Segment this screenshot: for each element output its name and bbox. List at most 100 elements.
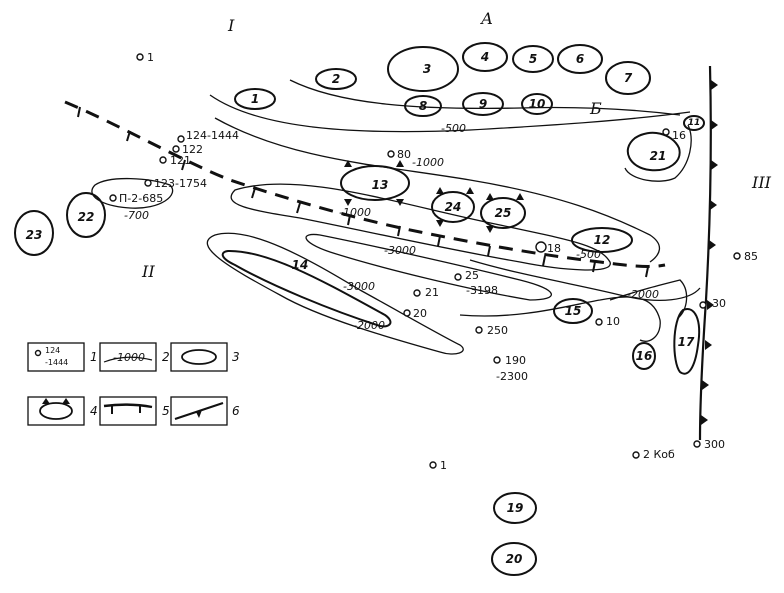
well-label: 25 (465, 269, 479, 282)
svg-text:12: 12 (594, 233, 611, 247)
isoline-minus-500 (209, 94, 691, 133)
structure-12: 12 (571, 227, 633, 253)
legend-item-6: 6 (170, 396, 240, 426)
isoline-label: -3000 (384, 244, 416, 257)
svg-text:1: 1 (90, 350, 98, 364)
isoline-east-deep (469, 259, 701, 301)
structure-14: 14 (221, 249, 392, 328)
svg-text:16: 16 (636, 349, 653, 363)
svg-text:6: 6 (576, 52, 584, 66)
structure-3: 3 (387, 46, 459, 92)
well-label: 1 (147, 51, 154, 64)
zone-III: III (751, 173, 772, 192)
svg-text:-1000: -1000 (113, 351, 145, 364)
isoline-minus-1000-upper (214, 117, 661, 263)
svg-text:5: 5 (529, 52, 537, 66)
structure-24: 24 (431, 191, 475, 223)
well-label: 250 (487, 324, 508, 337)
zone-labels: I А Б III II (141, 9, 772, 281)
isoline-label: -700 (124, 209, 149, 222)
svg-text:15: 15 (565, 304, 582, 318)
well-label: 18 (547, 242, 561, 255)
svg-text:10: 10 (529, 97, 546, 111)
well-label: 80 (397, 148, 411, 161)
svg-text:22: 22 (78, 210, 95, 224)
structure-9: 9 (462, 92, 504, 116)
structure-4: 4 (462, 42, 508, 72)
structure-ticks (344, 160, 524, 233)
isoline-label: -2000 (627, 288, 659, 301)
isoline-label: -1000 (412, 156, 444, 169)
isoline-east-lower (459, 296, 661, 342)
structure-13: 13 (340, 165, 410, 201)
svg-text:7: 7 (624, 71, 633, 85)
structure-21: 21 (626, 131, 681, 172)
well-label: 190 (505, 354, 526, 367)
structure-8: 8 (404, 95, 442, 117)
structure-1: 1 (234, 88, 276, 110)
faults (64, 100, 666, 278)
overthrust-line (698, 65, 718, 441)
svg-text:124: 124 (45, 346, 60, 355)
well-label: 16 (672, 129, 686, 142)
isoline-label: -1000 (339, 206, 371, 219)
well-label: 121 (170, 154, 191, 167)
isoline-label: -2000 (353, 319, 385, 332)
svg-text:6: 6 (232, 404, 240, 418)
isoline-21-loop (624, 124, 692, 182)
svg-text:14: 14 (292, 258, 309, 272)
well-label: 30 (712, 297, 726, 310)
structure-25: 25 (480, 197, 526, 229)
fault-upthrust (64, 100, 666, 268)
isoline-labels: -500 -1000 -700 -1000 -3000 -3000 -2000 … (124, 122, 659, 332)
svg-text:23: 23 (26, 228, 43, 242)
structure-23: 23 (14, 210, 54, 256)
isoline-label: -3000 (343, 280, 375, 293)
svg-text:20: 20 (506, 552, 523, 566)
isoline-trough-outer (206, 232, 464, 355)
svg-text:24: 24 (445, 200, 462, 214)
legend-item-5: 5 (99, 396, 170, 426)
well-label: 124-1444 (186, 129, 239, 142)
legend-item-2: -1000 2 (99, 342, 170, 372)
structure-20: 20 (491, 542, 537, 576)
structures: 1 2 3 4 5 6 7 8 9 10 11 12 13 14 15 16 1… (14, 42, 705, 576)
legend: 124 -1444 1 -1000 2 3 4 5 (27, 342, 240, 426)
well-label: 2 Коб (643, 448, 675, 461)
svg-text:4: 4 (90, 404, 98, 418)
legend-item-1: 124 -1444 1 (27, 342, 98, 372)
well-label: 1 (440, 459, 447, 472)
legend-item-3: 3 (170, 342, 240, 372)
isoline-label: -500 (441, 122, 466, 135)
well-label: 122 (182, 143, 203, 156)
svg-text:21: 21 (650, 149, 667, 163)
zone-B: Б (589, 99, 602, 118)
svg-text:2: 2 (332, 72, 340, 86)
well-label: 20 (413, 307, 427, 320)
svg-text:3: 3 (232, 350, 240, 364)
well-label: -2300 (496, 370, 528, 383)
svg-text:-1444: -1444 (45, 358, 68, 367)
fault-ticks (77, 106, 649, 278)
structure-19: 19 (493, 492, 537, 524)
structure-16: 16 (632, 342, 656, 370)
well-label: 21 (425, 286, 439, 299)
isoline-north-outer (289, 79, 681, 116)
wells: 1 124-1444 122 121 123-1754 П-2-685 80 1… (109, 51, 758, 472)
svg-text:13: 13 (372, 178, 389, 192)
structure-6: 6 (557, 44, 603, 74)
isoline-minus-3000 (305, 233, 552, 301)
well-label: -3198 (466, 284, 498, 297)
svg-text:11: 11 (688, 118, 701, 128)
well-label: 10 (606, 315, 620, 328)
legend-item-4: 4 (27, 396, 98, 426)
svg-text:3: 3 (423, 62, 431, 76)
zone-A: А (480, 9, 493, 28)
svg-text:1: 1 (251, 92, 259, 106)
structure-15: 15 (553, 298, 593, 324)
svg-text:5: 5 (162, 404, 170, 418)
zone-II: II (141, 262, 155, 281)
structure-11: 11 (683, 115, 705, 131)
svg-text:4: 4 (480, 50, 489, 64)
